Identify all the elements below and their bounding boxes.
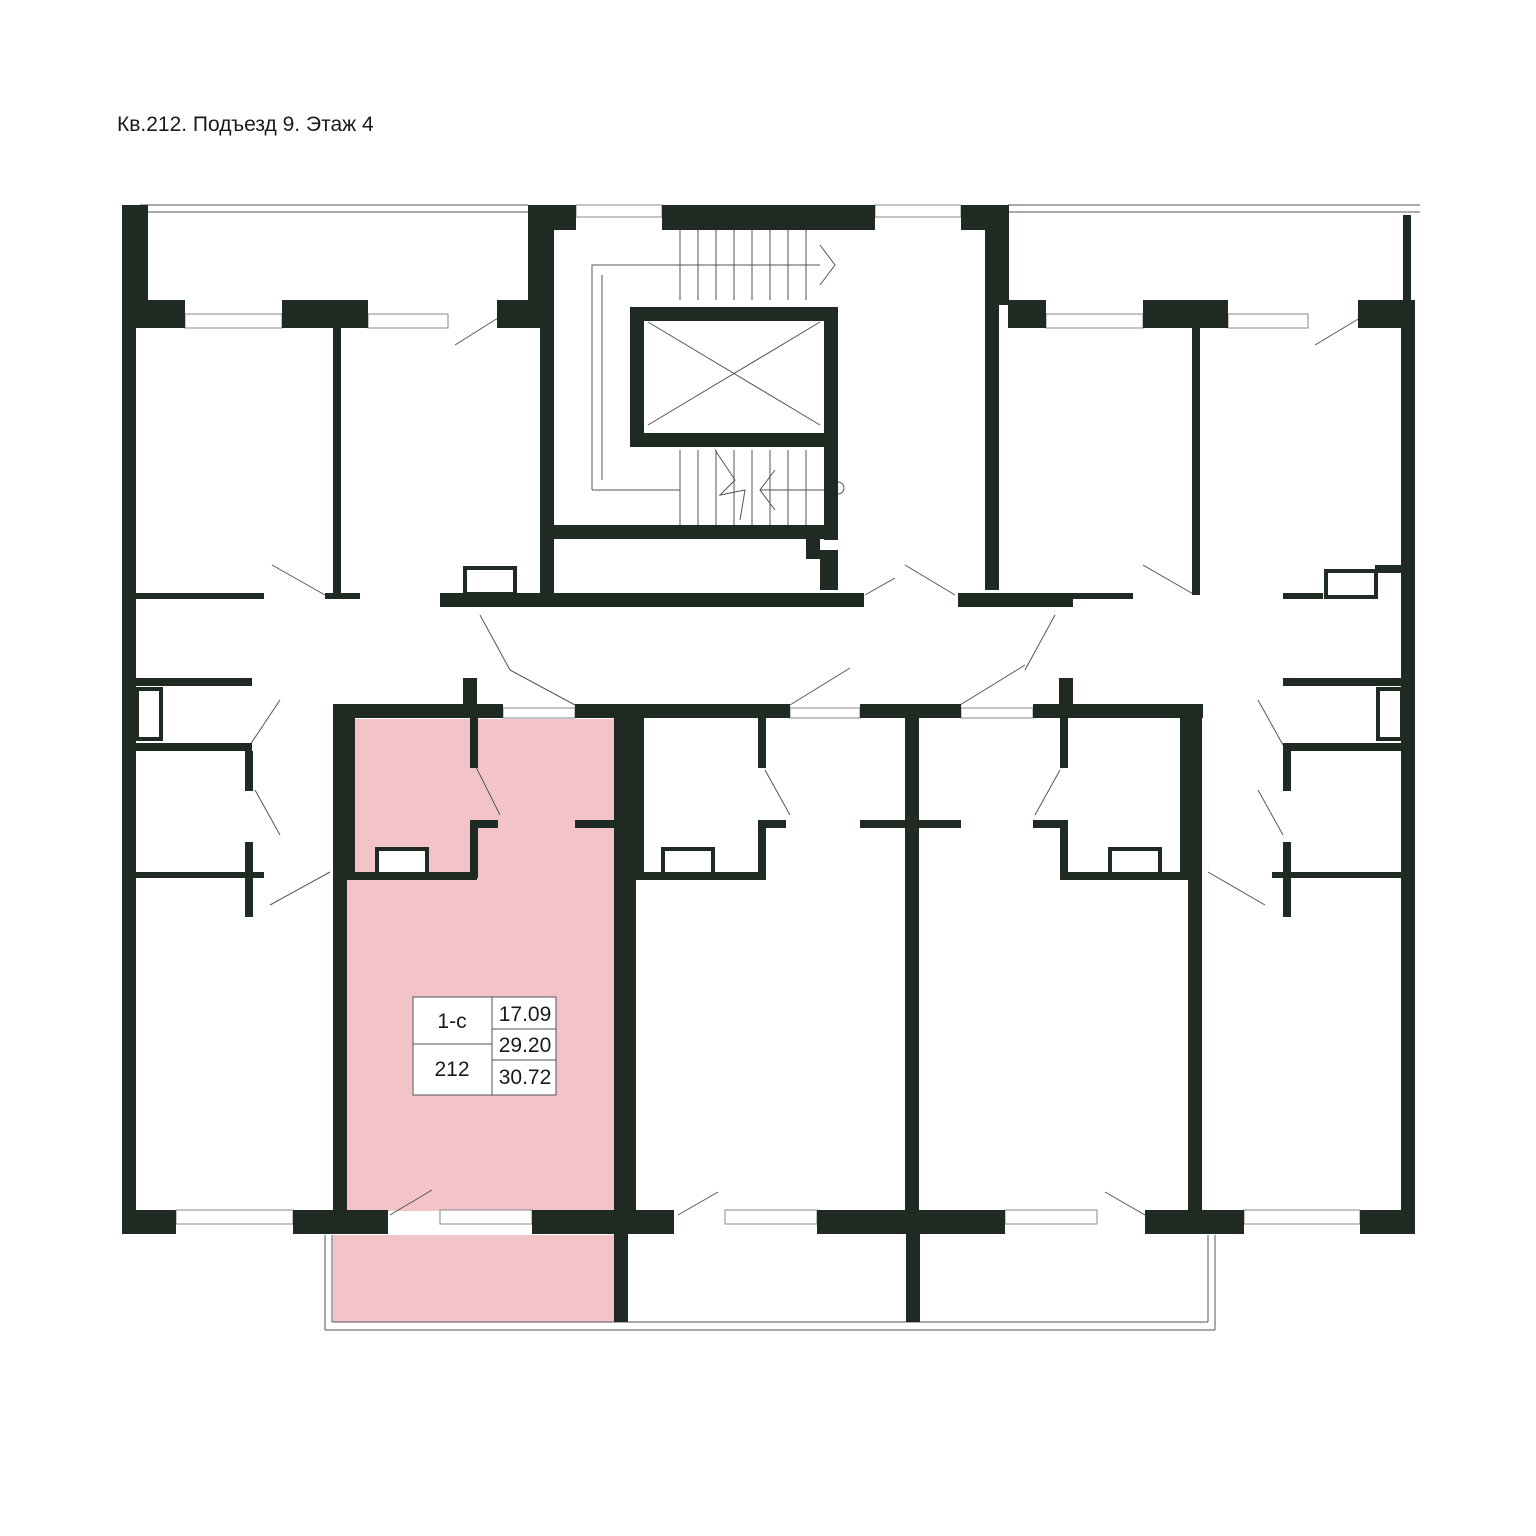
windows [175,204,1361,1225]
apartment-number: 212 [434,1058,469,1081]
living-area: 17.09 [499,1003,552,1026]
total-area: 30.72 [499,1066,552,1089]
sanitary-fixtures [135,566,1404,877]
walls [122,205,1415,1322]
area: 29.20 [499,1034,552,1057]
apartment-type: 1-с [437,1010,466,1033]
thin-lines [140,204,1420,1331]
apartment-label: 1-с 212 17.09 29.20 30.72 [412,996,557,1096]
plan-title: Кв.212. Подъезд 9. Этаж 4 [117,113,374,136]
